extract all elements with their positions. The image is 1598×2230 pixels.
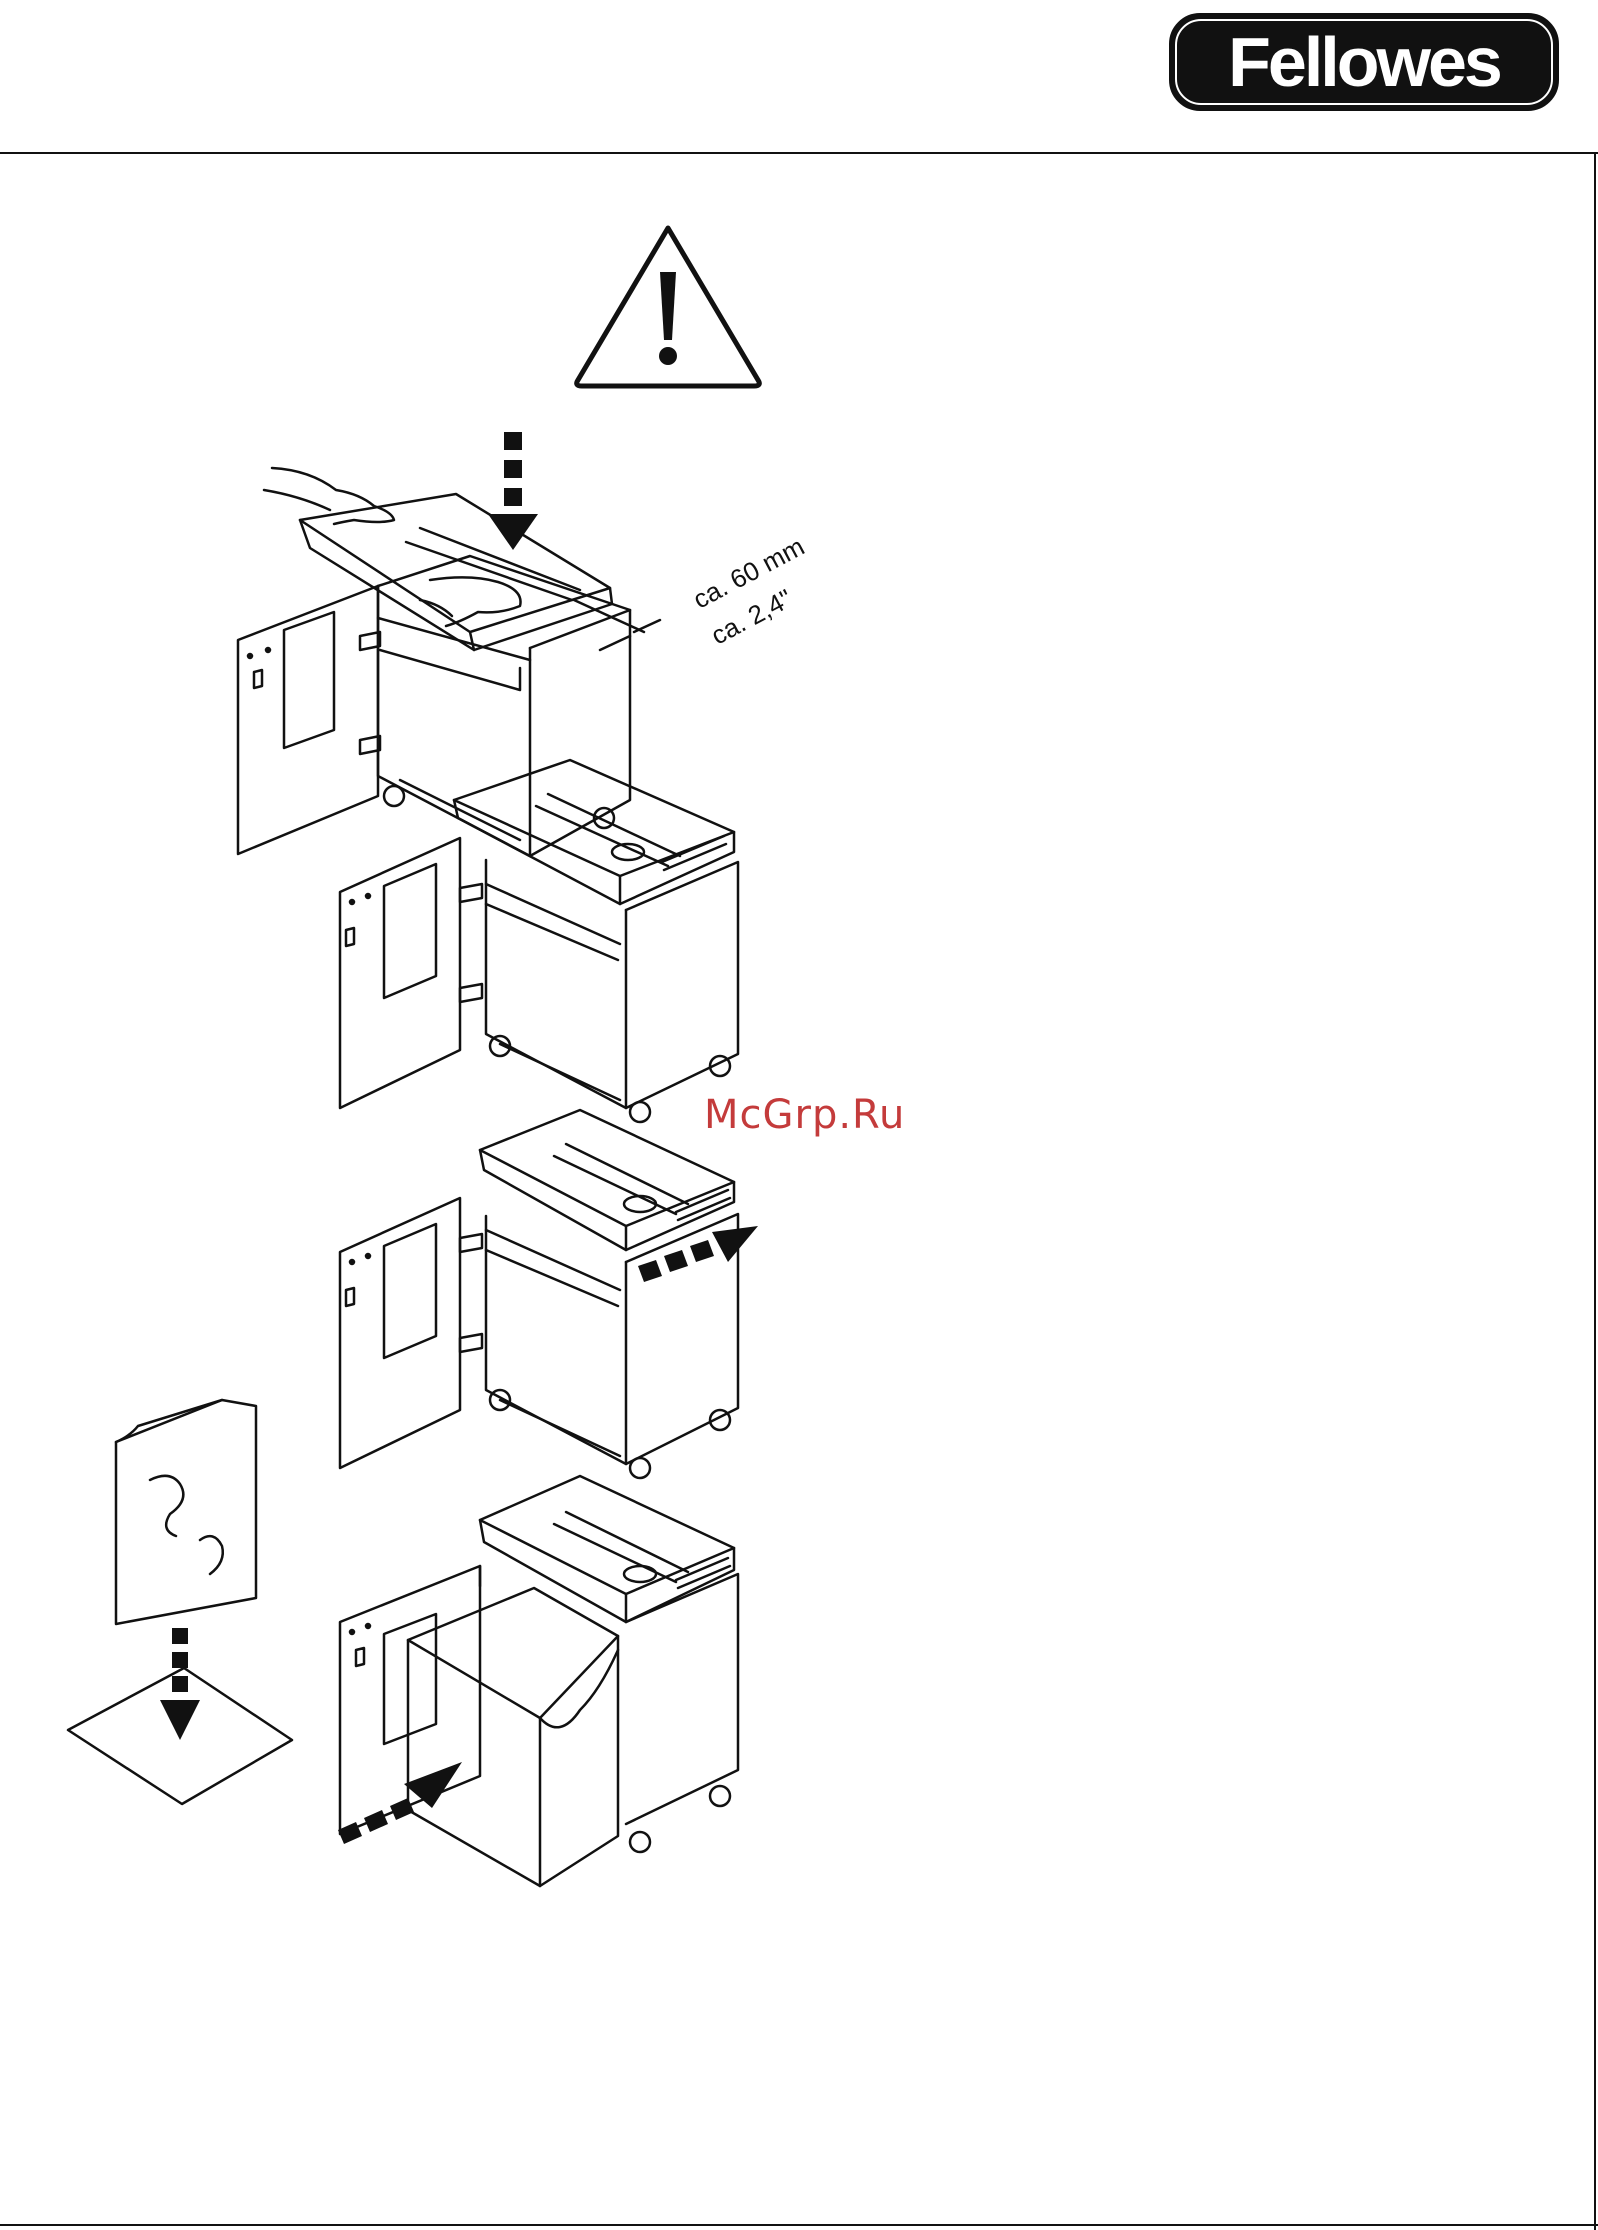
step4-cabinet xyxy=(338,1476,738,1886)
down-arrow-icon xyxy=(488,432,538,550)
warning-triangle-icon xyxy=(577,228,760,386)
bag-illustration xyxy=(68,1400,292,1804)
step1-cabinet xyxy=(238,432,660,856)
watermark-text: McGrp.Ru xyxy=(704,1092,905,1138)
right-arrow-icon xyxy=(638,1226,758,1282)
down-arrow-icon xyxy=(160,1628,200,1740)
step3-cabinet xyxy=(340,1110,758,1478)
step2-cabinet xyxy=(340,760,738,1122)
